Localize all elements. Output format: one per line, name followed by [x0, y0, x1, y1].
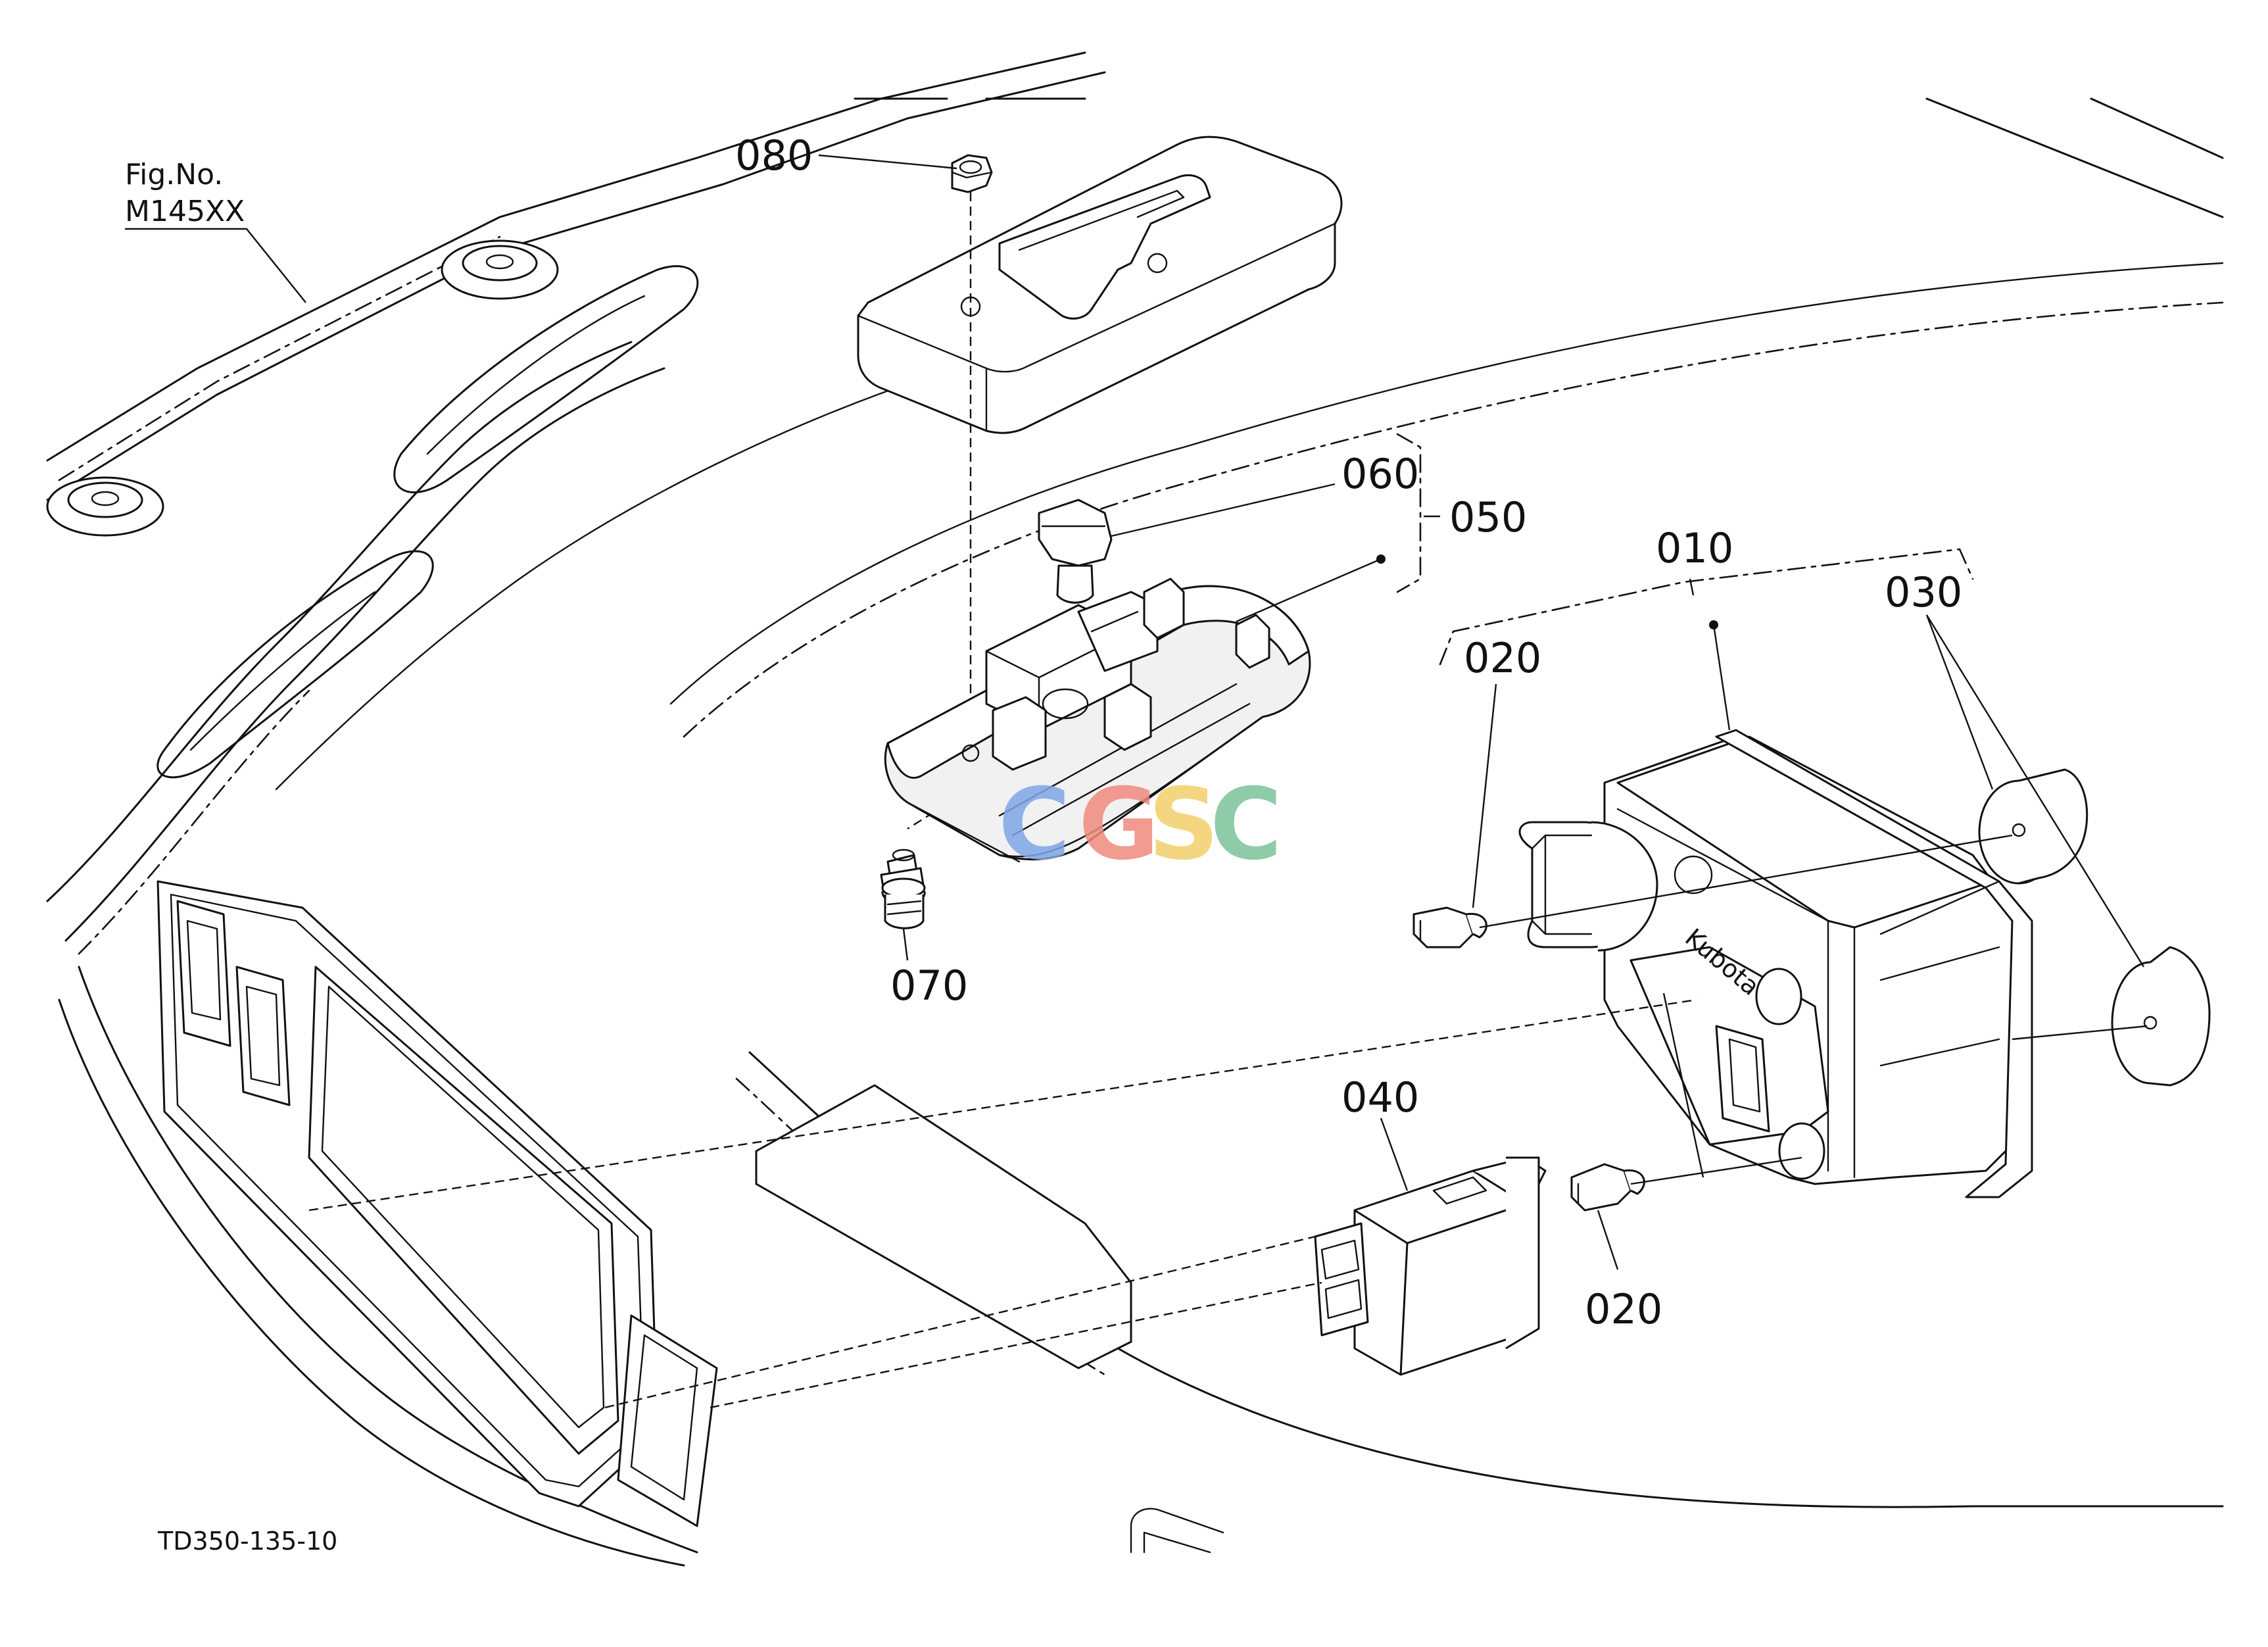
callout-020-bottom: 020	[1585, 1285, 1662, 1333]
alignment-lines	[308, 834, 2148, 1409]
callout-leaders	[125, 154, 2145, 1270]
part-010-light-assembly: Kubota	[1518, 729, 2033, 1198]
callout-030: 030	[1885, 568, 1962, 616]
part-020-bulb-bottom	[1570, 1163, 1645, 1212]
callout-080: 080	[735, 132, 813, 180]
part-020-bulb-top	[1412, 906, 1487, 948]
part-050-room-lamp	[884, 578, 1311, 863]
cab-roof-outline	[46, 51, 2224, 1567]
callout-020-top: 020	[1464, 634, 1541, 682]
watermark-letter-2: G	[1078, 768, 1159, 882]
left-console	[157, 880, 718, 1527]
callout-070: 070	[890, 962, 968, 1010]
part-030-cap-upper	[1978, 768, 2088, 885]
callout-labels: 080 060 050 070 010 020 030 040 020	[735, 132, 1962, 1333]
part-080-nut	[951, 154, 993, 193]
watermark-logo: C G S C	[998, 768, 1282, 882]
callout-060: 060	[1341, 450, 1419, 498]
watermark-letter-1: C	[998, 768, 1071, 882]
part-070-screw	[880, 848, 926, 929]
overhead-panel	[857, 135, 1343, 434]
fig-no-value: M145XX	[125, 195, 245, 228]
part-060-bulb	[1038, 499, 1113, 604]
fig-no-label: Fig.No.	[125, 158, 223, 191]
part-030-cap-lower	[2111, 946, 2211, 1087]
callout-040: 040	[1341, 1073, 1419, 1121]
part-040-switch	[1314, 1156, 1547, 1376]
callout-010: 010	[1656, 524, 1733, 572]
callout-050: 050	[1449, 493, 1527, 541]
figure-meta: Fig.No. M145XX TD350-135-10	[125, 158, 337, 1556]
drawing-code: TD350-135-10	[157, 1527, 337, 1556]
watermark-letter-4: C	[1210, 768, 1282, 882]
watermark-letter-3: S	[1148, 768, 1219, 882]
